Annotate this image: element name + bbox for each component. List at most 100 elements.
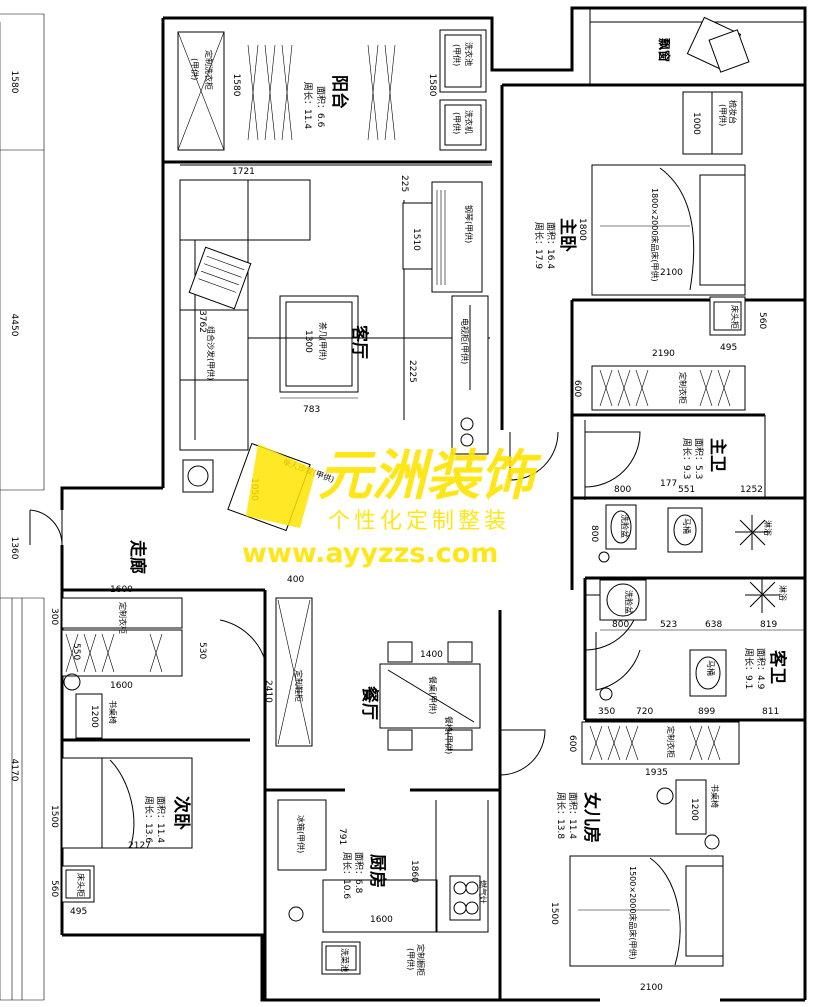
dresser-label: 梳妆台 bbox=[728, 100, 738, 124]
corridor-cabinet-label: 定制衣柜 bbox=[118, 602, 128, 634]
dim-800b: 800 bbox=[589, 525, 599, 542]
guest-bath-name: 客卫 bbox=[767, 649, 788, 684]
master-wardrobe-label: 定制衣柜 bbox=[678, 372, 688, 404]
watermark-slogan: 个性化定制整装 bbox=[328, 509, 510, 534]
laundry-cabinet-sub: (甲供) bbox=[190, 58, 200, 80]
dim-1500a: 1500 bbox=[49, 805, 59, 828]
second-nightstand-label: 床头柜 bbox=[76, 873, 86, 897]
dim-899: 899 bbox=[698, 707, 715, 717]
master-bath-name: 主卫 bbox=[707, 438, 728, 472]
dining-table-label: 餐桌(甲供) bbox=[428, 676, 438, 714]
master-bed-label: 1800×2000床品床(甲供) bbox=[650, 188, 660, 282]
left-dimension-chain: 1580 4450 1360 4170 bbox=[0, 13, 45, 1001]
dim-2100a: 2100 bbox=[660, 268, 683, 278]
dim-1800: 1800 bbox=[577, 218, 587, 241]
dim-2100b: 2100 bbox=[640, 983, 663, 993]
piano-label: 钢琴(甲供) bbox=[464, 205, 474, 243]
sink-label: 洗菜池 bbox=[340, 948, 350, 972]
master-toilet-label: 马桶 bbox=[682, 518, 692, 534]
watermark-brand: 元洲装饰 bbox=[318, 444, 542, 507]
dim-560a: 560 bbox=[757, 312, 767, 329]
guest-basin-label: 洗脸盆 bbox=[624, 590, 634, 614]
watermark-url: www.ayyzzs.com bbox=[242, 538, 498, 569]
wash-basin-sub: (甲供) bbox=[452, 44, 462, 66]
dim-2127: 2127 bbox=[128, 841, 151, 851]
dim-1000: 1000 bbox=[691, 112, 701, 135]
watermark-logo-shape bbox=[246, 444, 316, 528]
dim-1400: 1400 bbox=[420, 650, 443, 660]
dim-1200b: 1200 bbox=[689, 798, 699, 821]
bay-window-label: 飘窗 bbox=[657, 38, 672, 62]
dim-350: 350 bbox=[598, 707, 615, 717]
dim-720: 720 bbox=[636, 707, 653, 717]
dim-530: 530 bbox=[197, 642, 207, 659]
dining-name: 餐厅 bbox=[359, 686, 380, 720]
master-bath: 主卫 面积：5.3 周长：9.3 800 177 551 1252 洗脸盆 80… bbox=[589, 438, 773, 563]
second-bedroom-name: 次卧 bbox=[171, 796, 192, 830]
dim-left-1580: 1580 bbox=[9, 71, 19, 94]
master-shower-label: 淋浴 bbox=[763, 520, 773, 536]
dim-783: 783 bbox=[303, 405, 320, 415]
daughter-bed-label: 1500×2000床品床(甲供) bbox=[628, 866, 638, 960]
dining-chair-label: 餐椅(甲供) bbox=[444, 716, 454, 754]
corridor-and-second-bedroom: 走廊 1600 定制衣柜 300 550 1600 530 书桌椅 1200 1… bbox=[49, 540, 207, 917]
dim-left-4450: 4450 bbox=[9, 314, 19, 337]
daughter-room: 600 定制衣柜 1935 书桌椅 1200 女儿房 面积：11.4 周长：13… bbox=[549, 721, 740, 993]
dim-1935: 1935 bbox=[645, 768, 668, 778]
sofa-label: 组合沙发(甲供) bbox=[206, 326, 216, 380]
kitchen-perim: 周长：10.6 bbox=[341, 852, 353, 899]
kitchen-name: 厨房 bbox=[367, 854, 388, 888]
fridge-label: 冰箱(甲供) bbox=[296, 815, 306, 853]
nightstand-label: 床头柜 bbox=[730, 305, 740, 329]
wash-basin-label: 洗衣池 bbox=[464, 42, 474, 66]
daughter-room-area: 面积：11.4 bbox=[567, 792, 579, 839]
dim-balcony-right: 1580 bbox=[427, 74, 437, 97]
dim-1252: 1252 bbox=[740, 485, 763, 495]
dim-800c: 800 bbox=[612, 620, 629, 630]
dim-balcony-bottom: 1721 bbox=[232, 167, 255, 177]
dining-area: 400 定制鞋柜 2410 餐桌(甲供) 1400 餐椅(甲供) 餐厅 bbox=[263, 575, 481, 754]
dim-balcony-left: 1580 bbox=[231, 74, 241, 97]
daughter-desk-label: 书桌椅 bbox=[710, 784, 720, 808]
dim-left-1360: 1360 bbox=[9, 537, 19, 560]
cabinet-sub: (甲供) bbox=[406, 948, 416, 970]
guest-toilet-label: 马桶 bbox=[706, 660, 716, 676]
dim-1300: 1300 bbox=[303, 330, 313, 353]
guest-bath-perim: 周长：9.1 bbox=[743, 648, 755, 689]
master-bedroom-name: 主卧 bbox=[557, 218, 578, 252]
watermark: 元洲装饰 个性化定制整装 www.ayyzzs.com bbox=[242, 444, 542, 569]
dresser-sub: (甲供) bbox=[718, 104, 728, 126]
guest-shower-label: 淋浴 bbox=[778, 585, 788, 601]
stove-label: 燃气灶 bbox=[478, 880, 488, 904]
dim-1200a: 1200 bbox=[89, 705, 99, 728]
dim-600b: 600 bbox=[567, 735, 577, 752]
dim-left-4170: 4170 bbox=[9, 759, 19, 782]
kitchen: 冰箱(甲供) 791 厨房 面积：6.8 周长：10.6 1860 1600 燃… bbox=[277, 799, 489, 976]
washer-label: 洗衣机 bbox=[464, 110, 474, 134]
dim-177: 177 bbox=[660, 479, 677, 489]
washer-sub: (甲供) bbox=[452, 112, 462, 134]
shoe-cabinet-label: 定制鞋柜 bbox=[294, 670, 304, 702]
dim-1860: 1860 bbox=[409, 860, 419, 883]
second-desk-label: 书桌椅 bbox=[108, 700, 118, 724]
dim-551: 551 bbox=[678, 485, 695, 495]
dim-600a: 600 bbox=[572, 380, 582, 397]
balcony-area: 面积：6.6 bbox=[315, 86, 327, 128]
dim-800a: 800 bbox=[614, 485, 631, 495]
dim-495a: 495 bbox=[720, 343, 737, 353]
dim-1500b: 1500 bbox=[549, 902, 559, 925]
second-bedroom-area: 面积：11.4 bbox=[155, 796, 167, 843]
dim-560b: 560 bbox=[49, 880, 59, 897]
dim-1510: 1510 bbox=[411, 228, 421, 251]
dim-225: 225 bbox=[399, 175, 409, 192]
dim-3762: 3762 bbox=[197, 310, 207, 333]
dim-1600c: 1600 bbox=[370, 915, 393, 925]
dining-chairs bbox=[387, 641, 473, 751]
dim-2190: 2190 bbox=[652, 349, 675, 359]
daughter-room-perim: 周长：13.8 bbox=[555, 792, 567, 839]
balcony: 定制洗衣柜 (甲供) 1580 1580 阳台 面积：6.6 周长：11.4 洗… bbox=[177, 29, 487, 177]
dim-300: 300 bbox=[49, 608, 59, 625]
master-bath-perim: 周长：9.3 bbox=[681, 438, 693, 479]
guest-bath: 洗脸盆 淋浴 800 523 638 819 马桶 客卫 面积：4.9 周长：9… bbox=[598, 578, 805, 717]
